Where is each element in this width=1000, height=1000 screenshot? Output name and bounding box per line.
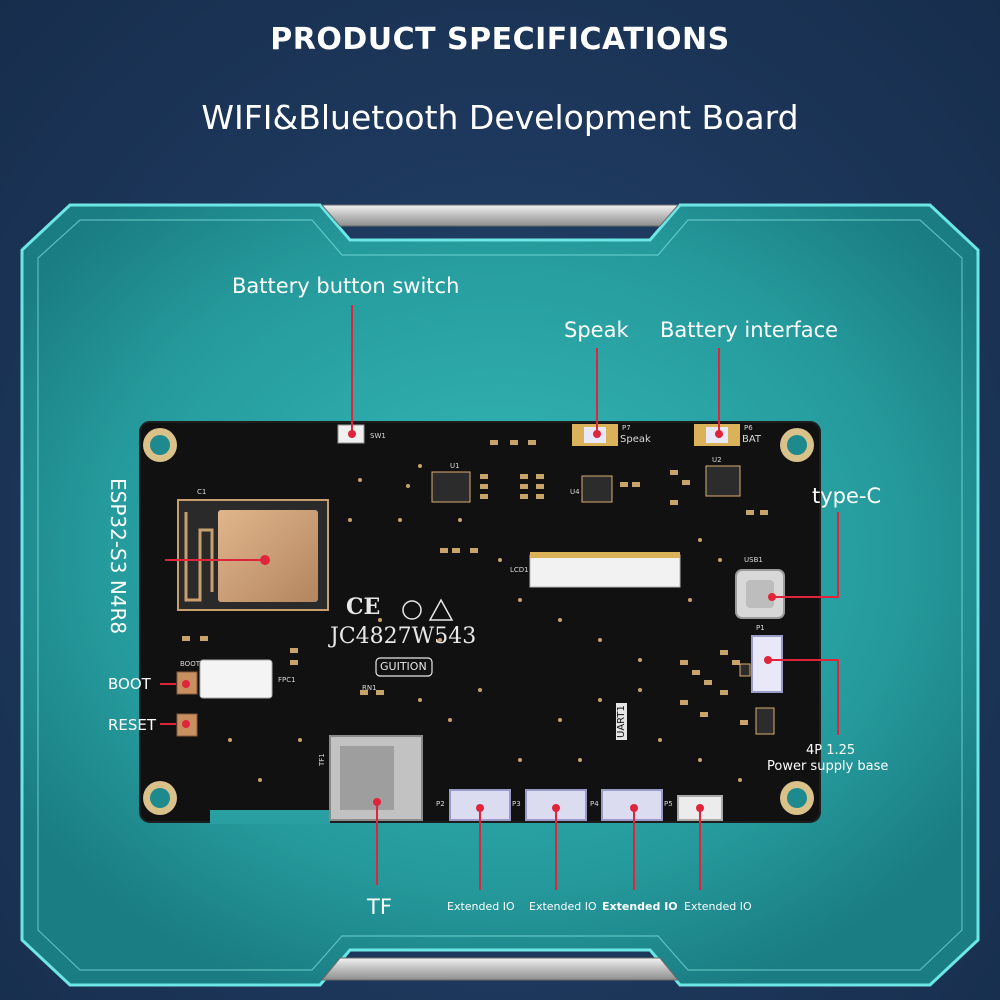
silk-p3: P3 bbox=[512, 800, 521, 808]
label-tf: TF bbox=[367, 895, 392, 919]
silk-u1: U1 bbox=[450, 462, 460, 470]
tf-card-inner bbox=[340, 746, 394, 810]
board-model-text: JC4827W543 bbox=[330, 624, 477, 649]
silk-tf1: TF1 bbox=[318, 753, 326, 766]
silk-u2: U2 bbox=[712, 456, 722, 464]
power-connector bbox=[751, 635, 783, 693]
silk-rn1: RN1 bbox=[362, 684, 377, 692]
usb-c-inner bbox=[746, 580, 774, 608]
silk-p5: P5 bbox=[664, 800, 673, 808]
page-subtitle: WIFI&Bluetooth Development Board bbox=[201, 98, 799, 137]
guition-logo-box bbox=[375, 657, 433, 677]
label-battery-button-switch: Battery button switch bbox=[232, 274, 460, 298]
silk-u4: U4 bbox=[570, 488, 580, 496]
lcd-connector-pins bbox=[530, 552, 680, 558]
bottom-metal-bar bbox=[320, 957, 680, 981]
mounting-holes bbox=[143, 428, 814, 815]
label-power-line1: 4P 1.25 bbox=[806, 743, 856, 758]
silk-p6: P6 bbox=[744, 424, 753, 432]
chip-s4 bbox=[755, 707, 775, 735]
silk-bat: BAT bbox=[742, 434, 762, 445]
top-metal-bar bbox=[320, 204, 680, 227]
label-extended-io-2: Extended IO bbox=[529, 900, 597, 913]
silk-p2: P2 bbox=[436, 800, 445, 808]
label-extended-io-1: Extended IO bbox=[447, 900, 515, 913]
label-speak: Speak bbox=[564, 318, 629, 342]
silk-p4: P4 bbox=[590, 800, 599, 808]
silk-boot: BOOT bbox=[180, 660, 200, 668]
label-boot: BOOT bbox=[108, 675, 151, 693]
callout-dots bbox=[182, 430, 776, 812]
silk-c1: C1 bbox=[197, 488, 207, 496]
label-power-line2: Power supply base bbox=[767, 759, 889, 774]
silk-sw1: SW1 bbox=[370, 432, 386, 440]
lcd-connector bbox=[529, 554, 681, 588]
silk-usb1: USB1 bbox=[744, 556, 763, 564]
certification-marks bbox=[402, 598, 454, 621]
small-components bbox=[182, 440, 768, 725]
esp32-module bbox=[177, 499, 329, 611]
silk-speak: Speak bbox=[620, 434, 651, 445]
label-extended-io-4: Extended IO bbox=[684, 900, 752, 913]
callout-lines bbox=[160, 305, 839, 890]
label-esp32: ESP32-S3 N4R8 bbox=[106, 478, 130, 635]
chip-u1 bbox=[431, 471, 471, 503]
ce-mark: CE bbox=[346, 594, 381, 620]
silk-lcd1: LCD1 bbox=[510, 566, 529, 574]
label-battery-interface: Battery interface bbox=[660, 318, 839, 342]
guition-logo: GUITION bbox=[380, 660, 427, 673]
fpc-connector bbox=[199, 659, 273, 699]
label-extended-io-3: Extended IO bbox=[602, 900, 678, 913]
page-title: PRODUCT SPECIFICATIONS bbox=[270, 22, 730, 57]
chip-u4 bbox=[581, 475, 613, 503]
label-type-c: type-C bbox=[812, 484, 882, 508]
chip-power bbox=[739, 663, 751, 677]
silk-uart1: UART1 bbox=[616, 703, 627, 740]
silk-p7: P7 bbox=[622, 424, 631, 432]
chip-u2 bbox=[705, 465, 741, 497]
silk-p1: P1 bbox=[756, 624, 765, 632]
silk-fpc1: FPC1 bbox=[278, 676, 296, 684]
pcb-vias bbox=[228, 464, 742, 782]
label-reset: RESET bbox=[108, 716, 157, 734]
